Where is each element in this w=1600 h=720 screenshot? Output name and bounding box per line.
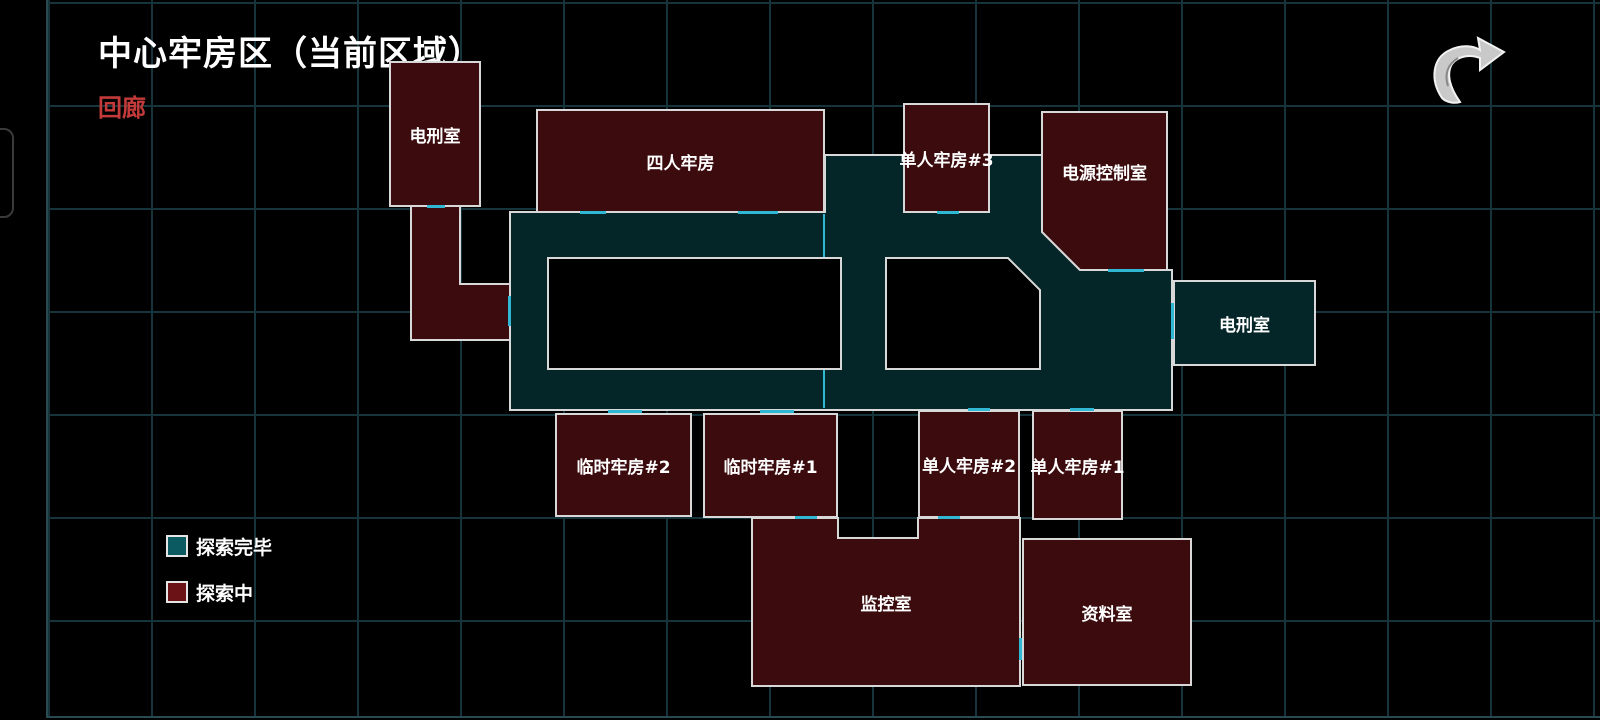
room-single-cell-2[interactable]: 单人牢房#2 xyxy=(918,410,1020,518)
door-marker xyxy=(968,408,990,411)
legend-swatch-explored xyxy=(166,535,188,557)
door-marker xyxy=(580,211,606,214)
door-marker xyxy=(608,410,642,413)
legend-explored: 探索完毕 xyxy=(166,532,272,560)
room-label: 临时牢房#2 xyxy=(576,457,671,478)
room-label: 资料室 xyxy=(1081,604,1133,625)
room-monitoring[interactable]: 监控室 xyxy=(752,538,1020,666)
room-label: 单人牢房#2 xyxy=(921,456,1017,477)
room-temp-cell-2[interactable]: 临时牢房#2 xyxy=(555,413,692,517)
room-label: 电源控制室 xyxy=(1062,163,1147,184)
door-marker xyxy=(738,211,778,214)
door-marker xyxy=(1108,269,1144,272)
legend-label-exploring: 探索中 xyxy=(196,582,254,605)
door-marker xyxy=(937,211,959,214)
room-label: 临时牢房#1 xyxy=(723,458,818,478)
legend-label-explored: 探索完毕 xyxy=(196,536,273,559)
door-marker xyxy=(1171,303,1174,339)
room-label: 电刑室 xyxy=(409,126,461,147)
room-label: 监控室 xyxy=(860,594,912,615)
room-four-person-cell[interactable]: 四人牢房 xyxy=(536,109,825,213)
room-label: 单人牢房#3 xyxy=(899,150,994,171)
room-power-control[interactable]: 电源控制室 xyxy=(1042,112,1167,270)
door-marker xyxy=(1070,408,1094,411)
door-marker xyxy=(1019,638,1022,660)
room-label: 四人牢房 xyxy=(646,153,715,174)
legend-exploring: 探索中 xyxy=(166,578,253,606)
room-single-cell-3[interactable]: 单人牢房#3 xyxy=(899,103,994,213)
legend-swatch-exploring xyxy=(166,581,188,603)
current-location-label: 回廊 xyxy=(98,94,146,122)
room-temp-cell-1[interactable]: 临时牢房#1 xyxy=(703,413,838,518)
door-marker xyxy=(760,410,794,413)
return-arrow-icon xyxy=(1433,36,1506,104)
side-tab[interactable] xyxy=(0,128,14,218)
room-electric-left[interactable]: 电刑室 xyxy=(389,61,481,207)
room-electric-right[interactable]: 电刑室 xyxy=(1173,280,1316,366)
room-archive[interactable]: 资料室 xyxy=(1022,538,1192,686)
door-marker xyxy=(427,205,445,208)
room-label: 电刑室 xyxy=(1219,315,1270,336)
room-label: 单人牢房#1 xyxy=(1030,457,1125,478)
back-button[interactable] xyxy=(1428,28,1510,110)
door-marker xyxy=(795,516,817,519)
room-single-cell-1[interactable]: 单人牢房#1 xyxy=(1030,410,1125,520)
door-marker xyxy=(938,516,960,519)
door-marker xyxy=(508,296,511,326)
